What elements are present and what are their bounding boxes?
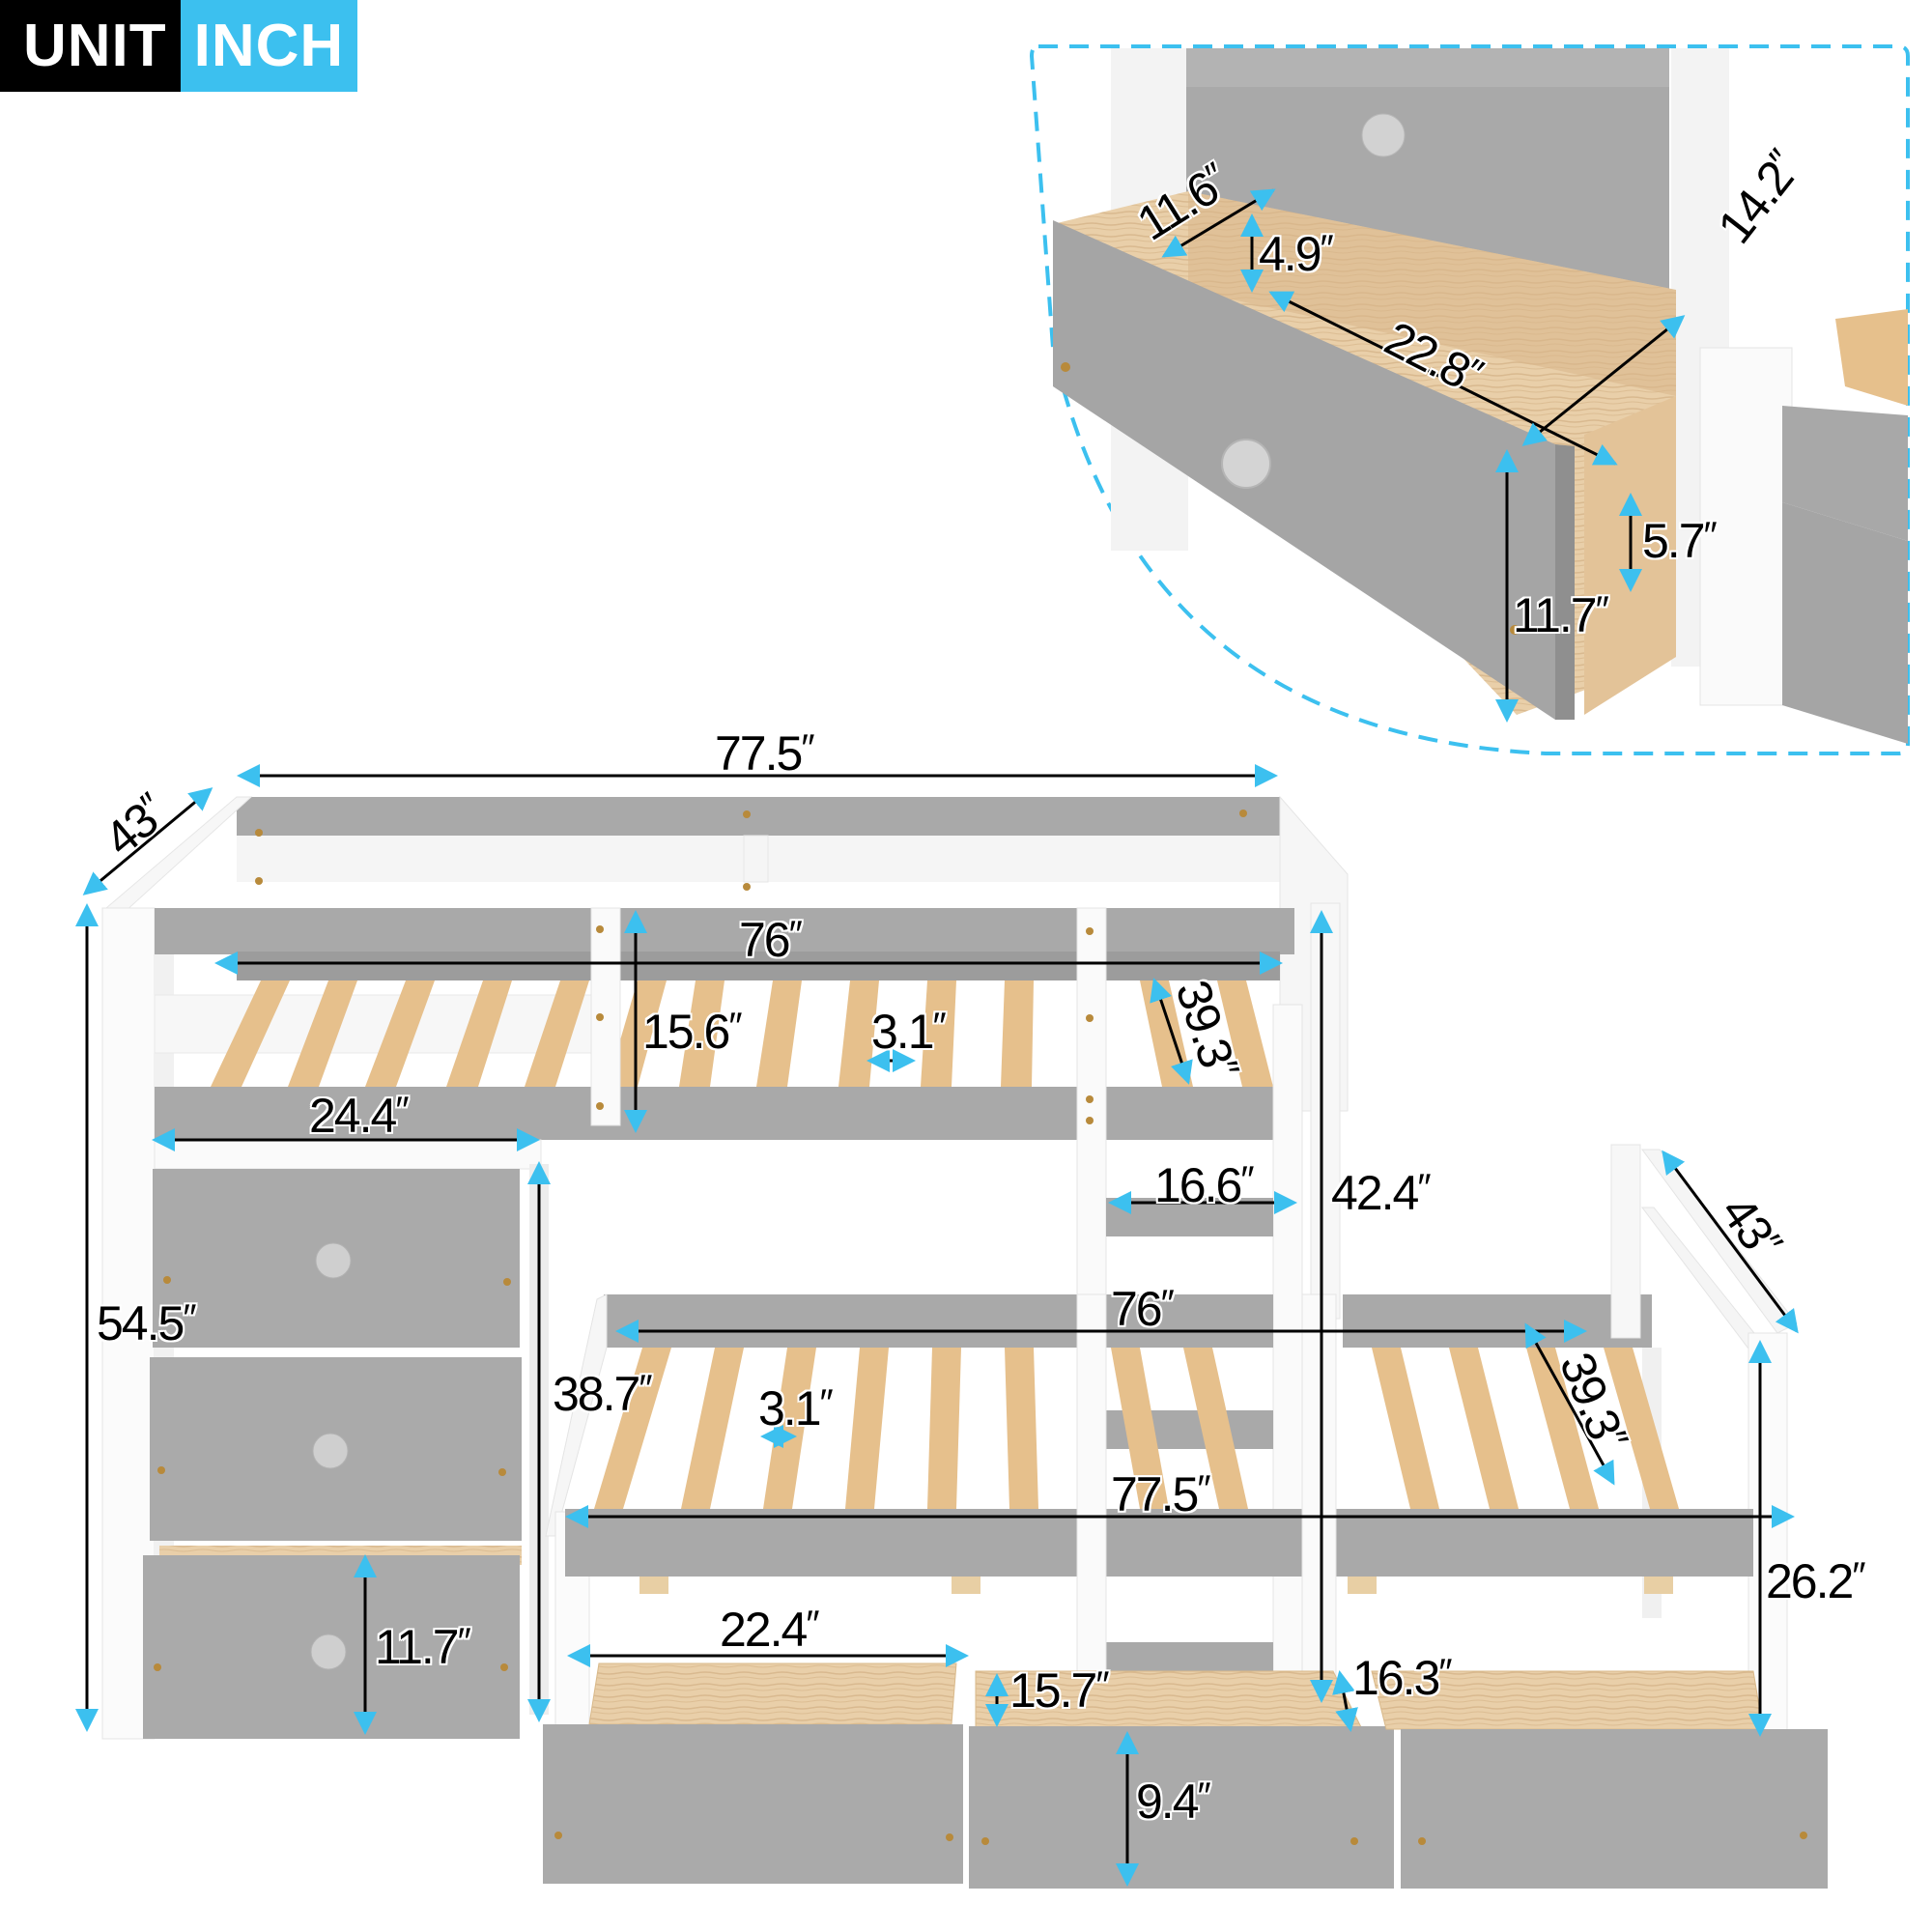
lower-headboard-height: 26.2″ (1766, 1554, 1866, 1608)
upper-slat-gap: 3.1″ (871, 1005, 947, 1059)
upper-guardrail-height: 15.6″ (642, 1005, 743, 1059)
lower-overall-length: 77.5″ (1111, 1467, 1211, 1521)
under-drawer-inner-depth: 15.7″ (1009, 1663, 1110, 1718)
unit-label: UNIT (0, 0, 181, 92)
dimension-lines (75, 764, 1799, 1887)
under-bed-drawers (543, 1662, 1828, 1889)
stair-drawer-cabinet (143, 1139, 549, 1739)
stair-drawer-height: 11.7″ (375, 1620, 471, 1674)
under-drawer-length: 22.4″ (720, 1603, 820, 1657)
upper-mattress-length: 76″ (739, 913, 803, 967)
lower-mattress-length: 76″ (1111, 1282, 1175, 1336)
unit-badge: UNIT INCH (0, 0, 358, 92)
lower-slat-gap: 3.1″ (758, 1381, 834, 1435)
callout-dim-drawer-front-height: 11.7″ (1513, 588, 1609, 642)
callout-dim-drawer-side-height: 5.7″ (1642, 514, 1718, 568)
callout-zoom-box (1029, 44, 1910, 755)
ladder-height: 42.4″ (1331, 1166, 1432, 1220)
under-drawer-outer-depth: 16.3″ (1352, 1651, 1453, 1705)
upper-overall-length: 77.5″ (715, 726, 815, 781)
under-drawer-front-height: 9.4″ (1136, 1775, 1211, 1829)
upper-overall-height: 54.5″ (97, 1296, 197, 1350)
ladder-step-width: 16.6″ (1154, 1158, 1255, 1212)
callout-dim-drawer-inner-height: 4.9″ (1259, 227, 1334, 281)
lower-side-height: 38.7″ (553, 1367, 653, 1421)
unit-value: INCH (180, 0, 358, 92)
upper-entry-opening: 24.4″ (309, 1089, 410, 1143)
